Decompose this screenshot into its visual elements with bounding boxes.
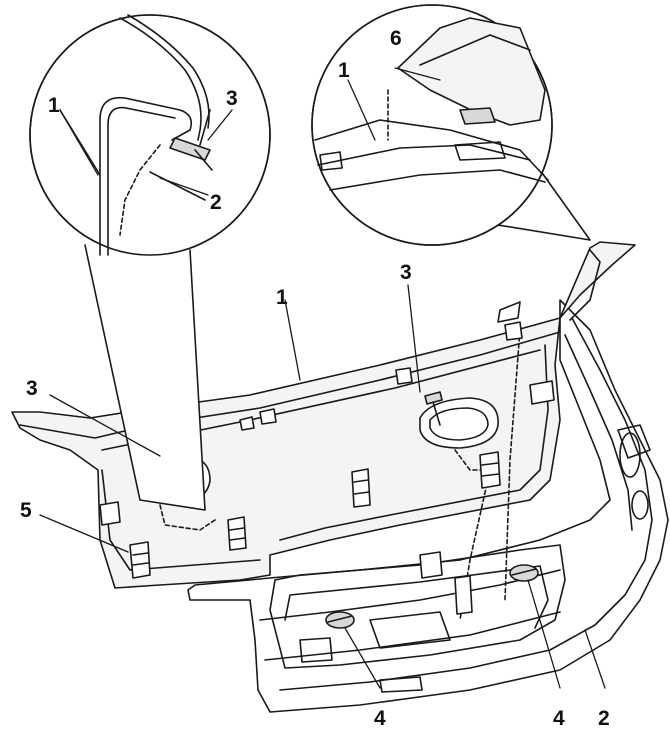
callout-4-left-clip: 4	[374, 707, 386, 730]
callout-2-tailgate: 2	[598, 707, 610, 730]
callout-3-detail-left: 3	[226, 87, 238, 110]
callout-3-left-screw: 3	[26, 377, 38, 400]
clip-4-right	[509, 564, 539, 582]
screw-3-mid	[424, 391, 443, 426]
detail-circle-left	[29, 14, 271, 511]
callout-2-detail-left: 2	[210, 191, 222, 214]
detail-circle-right	[311, 4, 591, 246]
callout-1-detail-left: 1	[48, 94, 60, 117]
callout-6-detail-right: 6	[390, 27, 402, 50]
callout-5-clip: 5	[20, 499, 32, 522]
callout-3-mid-screw: 3	[400, 261, 412, 284]
clip-4-left	[325, 611, 355, 629]
callout-1-trim-panel: 1	[276, 286, 288, 309]
leader-lines	[39, 67, 606, 689]
panel-clips	[99, 321, 555, 615]
callout-4-right-clip: 4	[553, 707, 565, 730]
tailgate-inner-panel	[269, 544, 566, 693]
callout-1-detail-right: 1	[338, 59, 350, 82]
